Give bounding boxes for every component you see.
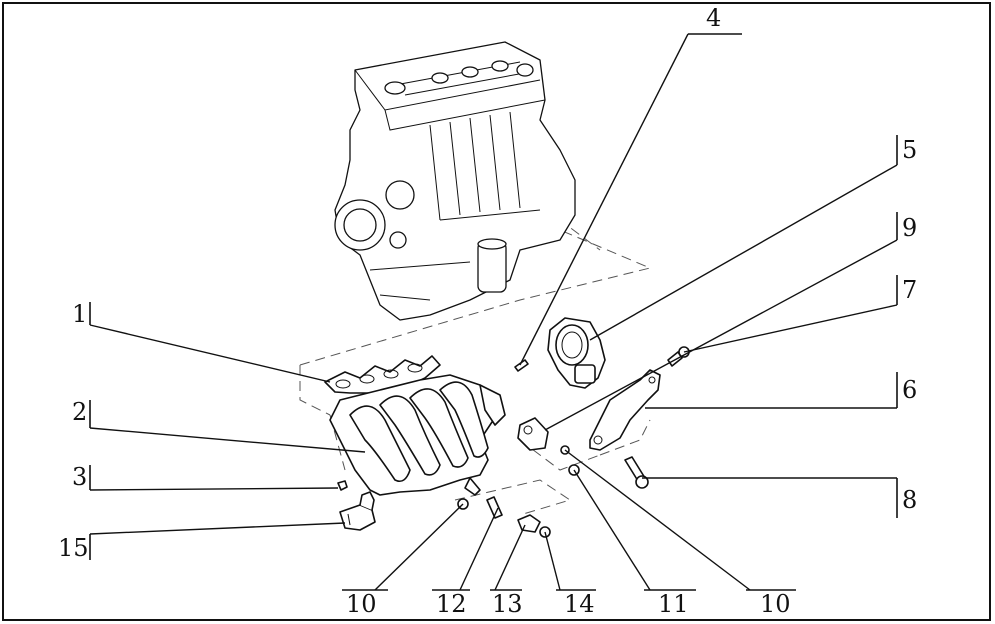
part-15-sensor <box>339 491 376 531</box>
part-7-bolt <box>667 346 690 367</box>
callout-labels: 1 2 3 15 4 5 9 7 6 8 10 12 13 14 11 10 <box>58 4 917 618</box>
callout-2: 2 <box>72 398 87 426</box>
part-8-bolt <box>624 456 649 489</box>
callout-15: 15 <box>58 534 89 562</box>
callout-7: 7 <box>902 276 917 304</box>
intake-manifold <box>329 374 506 496</box>
callout-6: 6 <box>902 376 917 404</box>
part-6-bracket <box>589 369 661 451</box>
part-13-clip <box>517 514 541 533</box>
callout-9: 9 <box>902 214 917 242</box>
callout-1: 1 <box>72 300 87 328</box>
callout-4: 4 <box>706 4 721 32</box>
callout-10-left: 10 <box>346 590 377 618</box>
callout-11: 11 <box>658 590 689 618</box>
part-5-throttle-body <box>547 317 606 389</box>
callout-10-right: 10 <box>760 590 791 618</box>
part-12-stud <box>486 496 503 519</box>
callout-8: 8 <box>902 486 917 514</box>
callout-5: 5 <box>902 136 917 164</box>
callout-14: 14 <box>564 590 595 618</box>
leader-lines <box>89 33 898 591</box>
callout-12: 12 <box>436 590 467 618</box>
engine-assembly <box>334 41 576 321</box>
part-9-gasket <box>517 417 549 451</box>
callout-3: 3 <box>72 463 87 491</box>
part-3-screw <box>337 480 348 491</box>
callout-13: 13 <box>492 590 523 618</box>
